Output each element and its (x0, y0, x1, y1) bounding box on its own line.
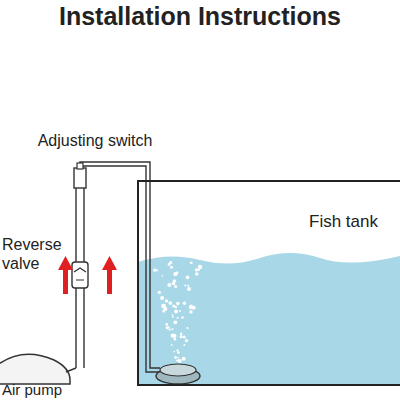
bubble (174, 310, 178, 314)
bubble (174, 356, 177, 359)
flow-arrow (58, 256, 117, 294)
bubble (172, 328, 174, 330)
bubble (198, 265, 202, 269)
bubble (167, 283, 171, 287)
tank-outline: Fish tank (137, 180, 400, 386)
bubble (161, 304, 165, 308)
bubble (162, 310, 164, 312)
bubble (177, 317, 179, 319)
bubble (177, 351, 180, 354)
part-label: Air pump (2, 381, 62, 398)
bubble (195, 268, 198, 271)
bubble (168, 301, 172, 305)
bubble (176, 349, 178, 351)
bubble (172, 314, 174, 316)
bubble (183, 344, 185, 346)
bubble (187, 285, 189, 287)
tank-label: Fish tank (309, 212, 378, 232)
bubble (183, 336, 186, 339)
part-label: Reverse valve (2, 235, 58, 273)
bubble (173, 272, 177, 276)
air-pump (0, 354, 70, 384)
bubble (173, 351, 175, 353)
bubbles (153, 261, 202, 363)
bubble (178, 359, 182, 363)
bubble (198, 269, 200, 271)
bubble (169, 261, 172, 264)
bubble (179, 310, 181, 312)
bubble (171, 344, 173, 346)
bubble (172, 304, 175, 307)
bubble (162, 275, 164, 277)
bubble (186, 276, 190, 280)
bubble (170, 266, 173, 269)
part-label: Adjusting switch (38, 132, 153, 150)
bubble (165, 299, 168, 302)
air-tube (146, 355, 160, 372)
bubble (187, 287, 191, 291)
bubble (186, 327, 188, 329)
bubble (189, 305, 193, 309)
bubble (168, 326, 170, 328)
bubble (172, 282, 176, 286)
adjusting-switch (77, 163, 83, 169)
bubble (183, 302, 186, 305)
bubble (163, 310, 166, 313)
bubble (169, 329, 171, 331)
bubble (174, 285, 177, 288)
bubble (158, 291, 161, 294)
bubble (179, 360, 181, 362)
bubble (176, 272, 179, 275)
reverse-valve (74, 268, 86, 280)
bubble (172, 334, 176, 338)
bubble (174, 338, 177, 341)
bubble (181, 316, 184, 319)
bubble (189, 310, 192, 313)
air-tube (80, 162, 150, 355)
bubble (172, 316, 174, 318)
bubble (153, 269, 156, 272)
bubble (165, 323, 168, 326)
air-pump (66, 368, 76, 372)
bubble (182, 357, 186, 361)
bubble (184, 285, 186, 287)
bubble (177, 357, 179, 359)
airstone (160, 364, 196, 376)
bubble (190, 261, 193, 264)
bubble (180, 333, 182, 335)
bubble (195, 272, 198, 275)
bubble (185, 339, 188, 342)
water (137, 253, 400, 384)
bubble (160, 296, 164, 300)
reverse-valve (72, 262, 88, 288)
bubble (176, 302, 180, 306)
bubble (156, 269, 158, 271)
diagram-title: Installation Instructions (0, 2, 400, 31)
adjusting-switch (74, 168, 86, 188)
bubble (173, 320, 177, 324)
bubble (180, 335, 183, 338)
